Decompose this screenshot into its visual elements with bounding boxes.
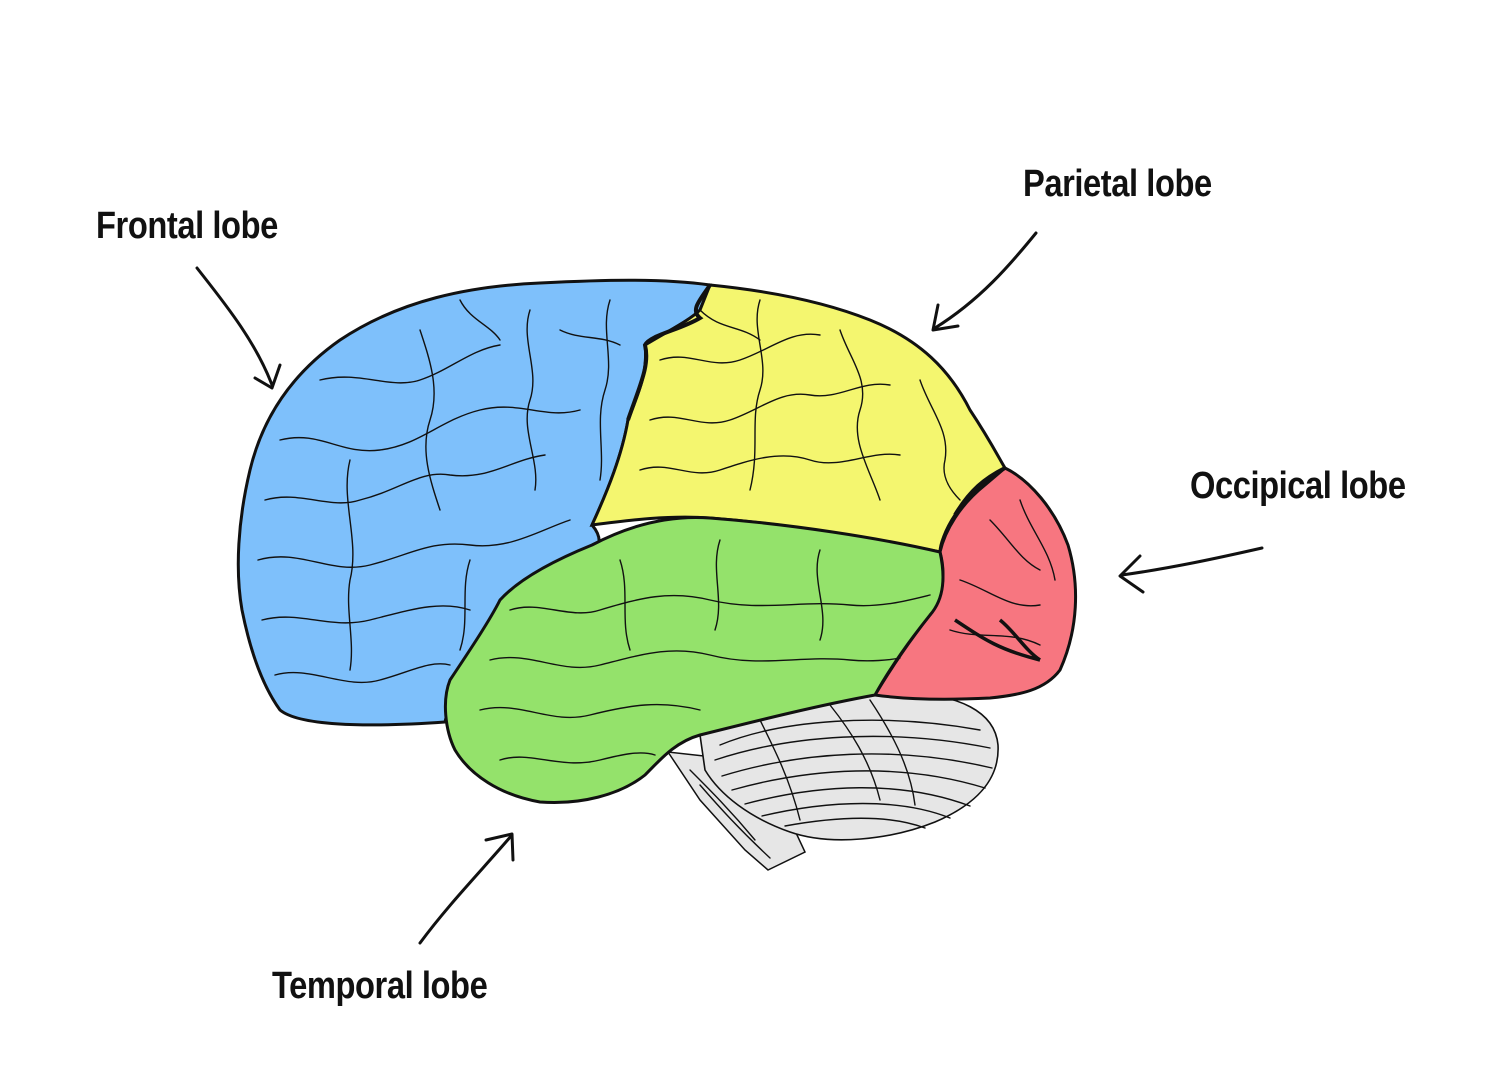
parieto-occipital-boundary — [953, 466, 1006, 517]
frontal-lobe-label: Frontal lobe — [96, 205, 278, 247]
occipital-arrow — [1118, 546, 1264, 594]
occipital-lobe-label: Occipical lobe — [1190, 465, 1406, 507]
cerebellum-folia — [689, 699, 993, 859]
parietal-lobe-label: Parietal lobe — [1023, 163, 1212, 205]
parietal-temporal-dotted-line — [709, 517, 941, 553]
central-sulcus — [626, 283, 712, 421]
parietal-gyri — [639, 299, 961, 501]
temporal-gyri — [479, 539, 931, 764]
frontal-arrow — [195, 266, 282, 390]
occipital-fissure — [954, 618, 1042, 662]
parietal-arrow — [931, 231, 1038, 332]
temporal-arrow — [418, 832, 515, 945]
cerebellum — [666, 691, 999, 871]
temporal-lobe-label: Temporal lobe — [272, 965, 488, 1007]
frontal-gyri — [257, 299, 621, 684]
occipital-gyri — [949, 499, 1056, 646]
